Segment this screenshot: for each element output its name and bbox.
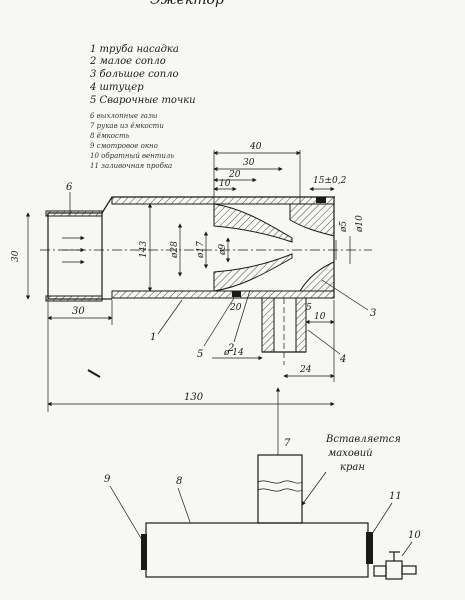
legend-item-11: 11 заливочная пробка bbox=[90, 162, 172, 170]
note-line-1: Вставляется bbox=[325, 434, 401, 445]
legend-item-1: 1 труба насадка bbox=[90, 44, 179, 55]
note-line-2: маховий bbox=[328, 448, 373, 459]
tank bbox=[145, 522, 369, 578]
callout-1: 1 bbox=[150, 332, 156, 343]
small-nozzle-lower bbox=[213, 253, 293, 292]
dim-30-bottom: 30 bbox=[72, 306, 85, 317]
small-nozzle-upper bbox=[213, 203, 293, 243]
dim-130: 130 bbox=[184, 392, 204, 403]
callout-11: 11 bbox=[389, 491, 402, 502]
legend-item-5: 5 Сварочные точки bbox=[90, 95, 196, 106]
tube-wall-bottom bbox=[111, 290, 335, 299]
dim-10-top: 10 bbox=[219, 179, 231, 189]
legend-item-8: 8 ёмкость bbox=[90, 132, 130, 140]
dim-10-bottom: 10 bbox=[314, 312, 326, 322]
dim-5-bottom: 5 bbox=[306, 303, 312, 313]
legend-item-4: 4 штуцер bbox=[89, 82, 144, 93]
filler-plug bbox=[366, 532, 373, 564]
legend-item-10: 10 обратный вентиль bbox=[90, 152, 174, 160]
drawing-title: Эжектор bbox=[150, 0, 224, 8]
note-line-3: кран bbox=[340, 462, 365, 473]
dim-d9: ø9 bbox=[218, 244, 228, 256]
dim-40: 40 bbox=[249, 142, 262, 152]
sight-window bbox=[141, 534, 147, 570]
weld-point bbox=[232, 291, 241, 297]
dim-d17: ø17 bbox=[196, 241, 206, 259]
ejector-body bbox=[40, 196, 372, 365]
dim-d10: ø10 bbox=[355, 215, 365, 233]
large-nozzle-lower bbox=[299, 261, 335, 292]
dim-20-bottom: 20 bbox=[229, 303, 242, 313]
callout-9: 9 bbox=[104, 474, 111, 485]
dimensions: 40 30 20 10 15±0,2 30 30 143 ø28 ø17 ø9 … bbox=[11, 142, 365, 412]
callout-4: 4 bbox=[339, 354, 346, 365]
tank-assembly: 7 Вставляется маховий кран 8 9 11 10 bbox=[104, 387, 421, 580]
dim-d14: ø 14 bbox=[223, 348, 244, 358]
callout-2: 2 bbox=[227, 343, 234, 354]
callout-5: 5 bbox=[197, 349, 203, 360]
callout-8: 8 bbox=[176, 476, 182, 487]
dim-143: 143 bbox=[139, 241, 149, 258]
dim-15: 15±0,2 bbox=[313, 176, 347, 186]
dim-30-top: 30 bbox=[243, 158, 255, 168]
legend-item-6: 6 выхлопные газы bbox=[90, 112, 158, 120]
legend: 1 труба насадка 2 малое сопло 3 большое … bbox=[89, 44, 196, 170]
dim-d5: ø5 bbox=[339, 221, 349, 233]
dim-30-left: 30 bbox=[11, 250, 21, 262]
legend-item-7: 7 рукав из ёмкости bbox=[90, 122, 164, 130]
callout-3: 3 bbox=[370, 308, 376, 319]
large-nozzle-upper bbox=[289, 203, 335, 237]
fitting-wall-left bbox=[261, 297, 275, 353]
callout-10: 10 bbox=[408, 530, 421, 541]
dim-d28: ø28 bbox=[170, 241, 180, 259]
check-valve bbox=[385, 560, 403, 580]
legend-item-2: 2 малое сопло bbox=[89, 56, 166, 67]
tube-wall-top bbox=[111, 196, 335, 205]
weld-point bbox=[316, 197, 326, 203]
callout-6: 6 bbox=[66, 182, 73, 193]
legend-item-3: 3 большое сопло bbox=[90, 69, 179, 80]
fitting-wall-right bbox=[295, 297, 307, 353]
dim-20-top: 20 bbox=[228, 170, 241, 180]
dim-24: 24 bbox=[299, 365, 312, 375]
callouts: 6 1 5 2 3 4 bbox=[66, 182, 376, 378]
legend-item-9: 9 смотровое окно bbox=[90, 142, 158, 150]
callout-7: 7 bbox=[284, 438, 291, 449]
